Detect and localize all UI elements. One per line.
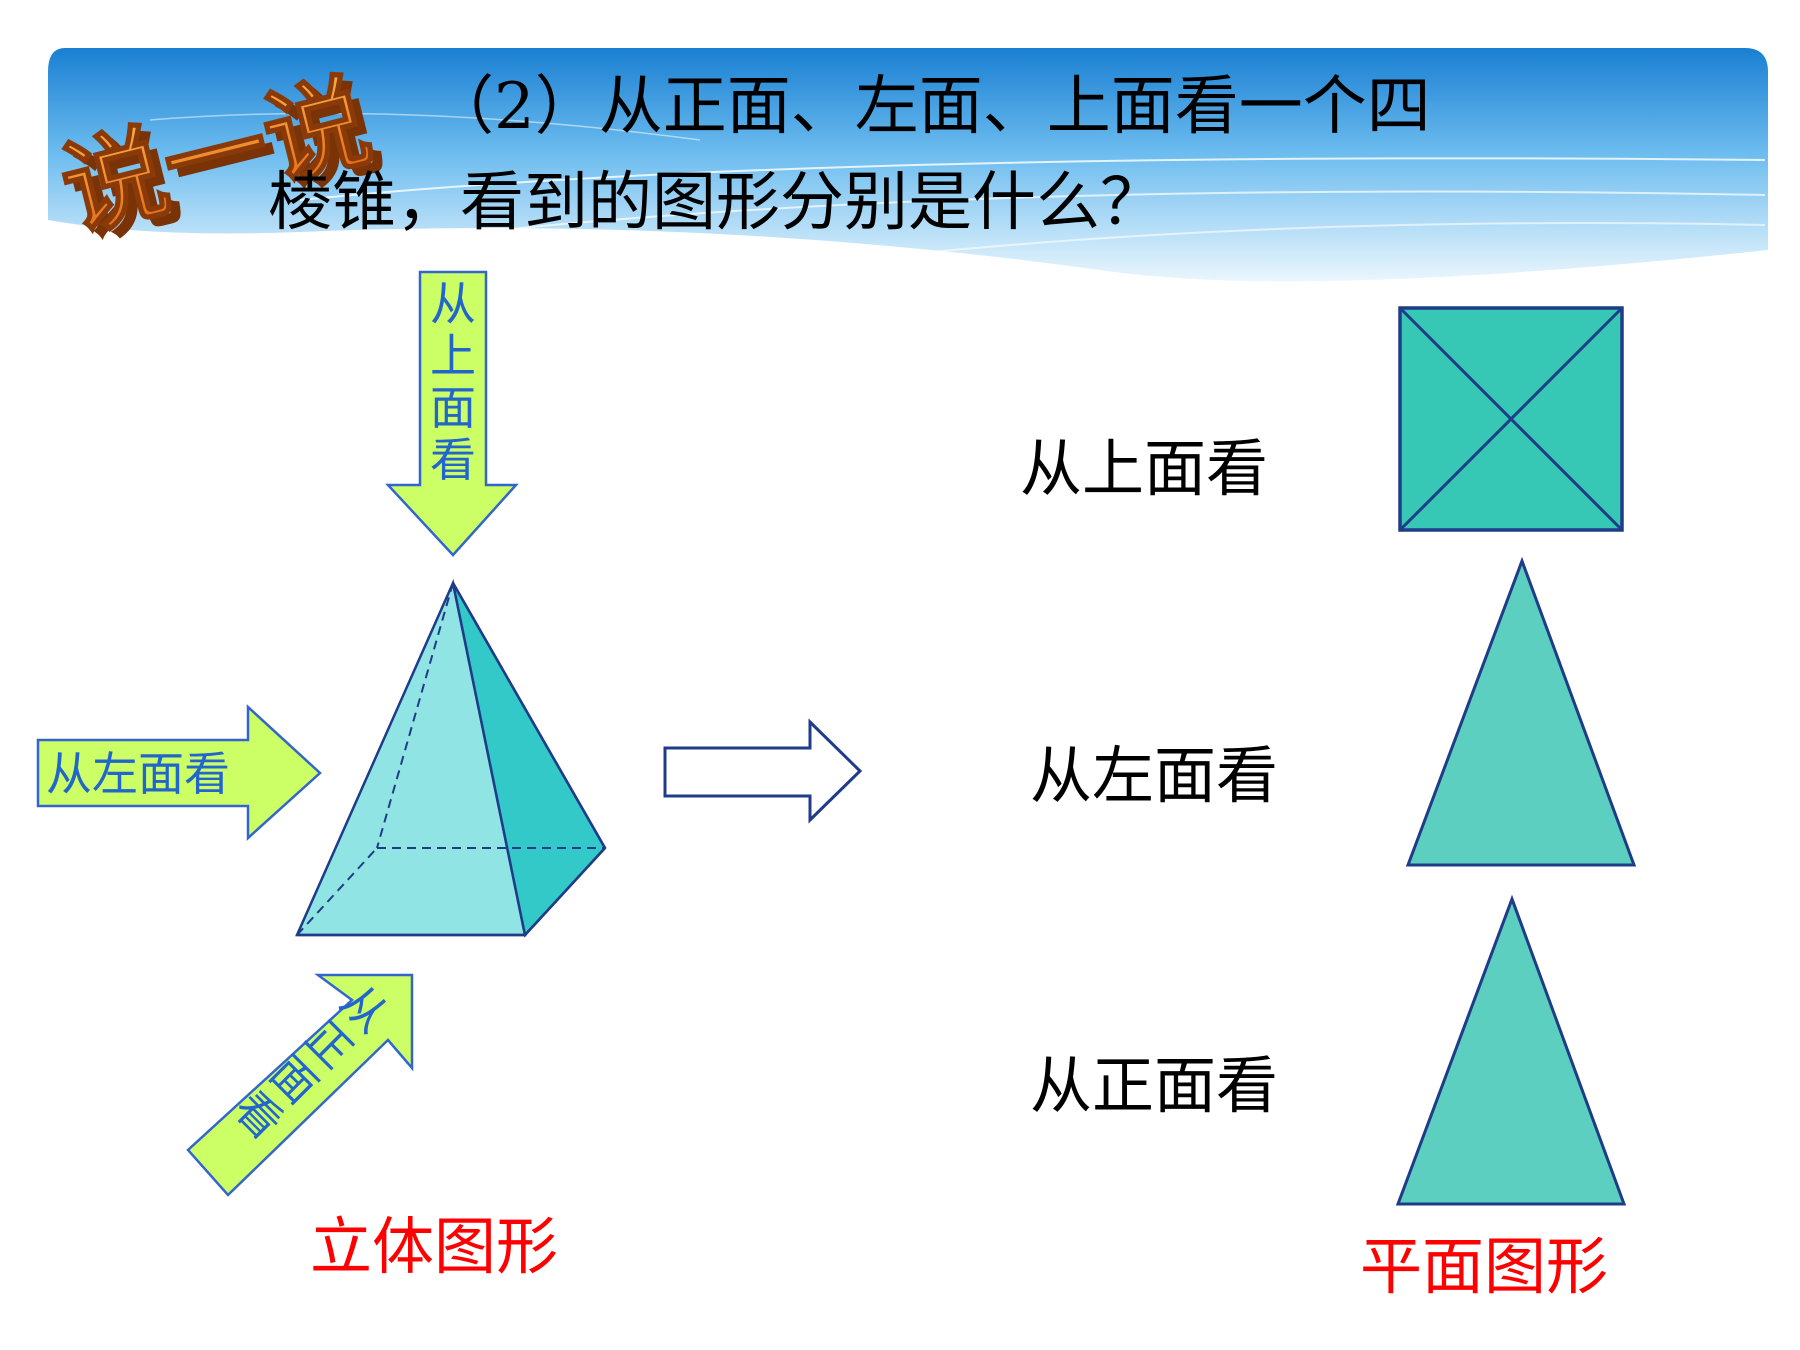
square-pyramid	[295, 578, 607, 938]
front-view-arrow: 从 正 面 看	[186, 973, 414, 1197]
right-arrow-icon	[36, 704, 322, 841]
top-arrow-char-4: 看	[430, 433, 476, 487]
plane-caption: 平面图形	[1360, 1230, 1608, 1303]
down-arrow-icon	[385, 270, 519, 557]
left-view-shape	[1405, 556, 1637, 867]
top-arrow-char-1: 从	[430, 277, 476, 331]
header-banner	[48, 48, 1768, 282]
diagonal-arrow-icon	[186, 973, 414, 1197]
view-label-left: 从左面看	[1030, 739, 1278, 812]
top-view-shape	[1398, 306, 1624, 532]
top-arrow-char-2: 上	[430, 329, 476, 383]
question-line-2: 棱锥，看到的图形分别是什么？	[268, 166, 1164, 240]
left-arrow-label: 从左面看	[46, 747, 230, 801]
view-label-top: 从上面看	[1020, 432, 1268, 505]
question-line-1: （2）从正面、左面、上面看一个四	[430, 70, 1431, 144]
left-view-arrow: 从左面看	[36, 704, 322, 841]
right-hollow-arrow-icon	[663, 718, 863, 824]
view-label-front: 从正面看	[1030, 1049, 1278, 1122]
front-view-shape	[1395, 894, 1627, 1206]
top-view-arrow: 从 上 面 看	[385, 270, 519, 557]
top-arrow-char-3: 面	[430, 381, 476, 435]
pyramid-hidden-edges	[296, 582, 605, 936]
solid-caption: 立体图形	[310, 1210, 558, 1283]
